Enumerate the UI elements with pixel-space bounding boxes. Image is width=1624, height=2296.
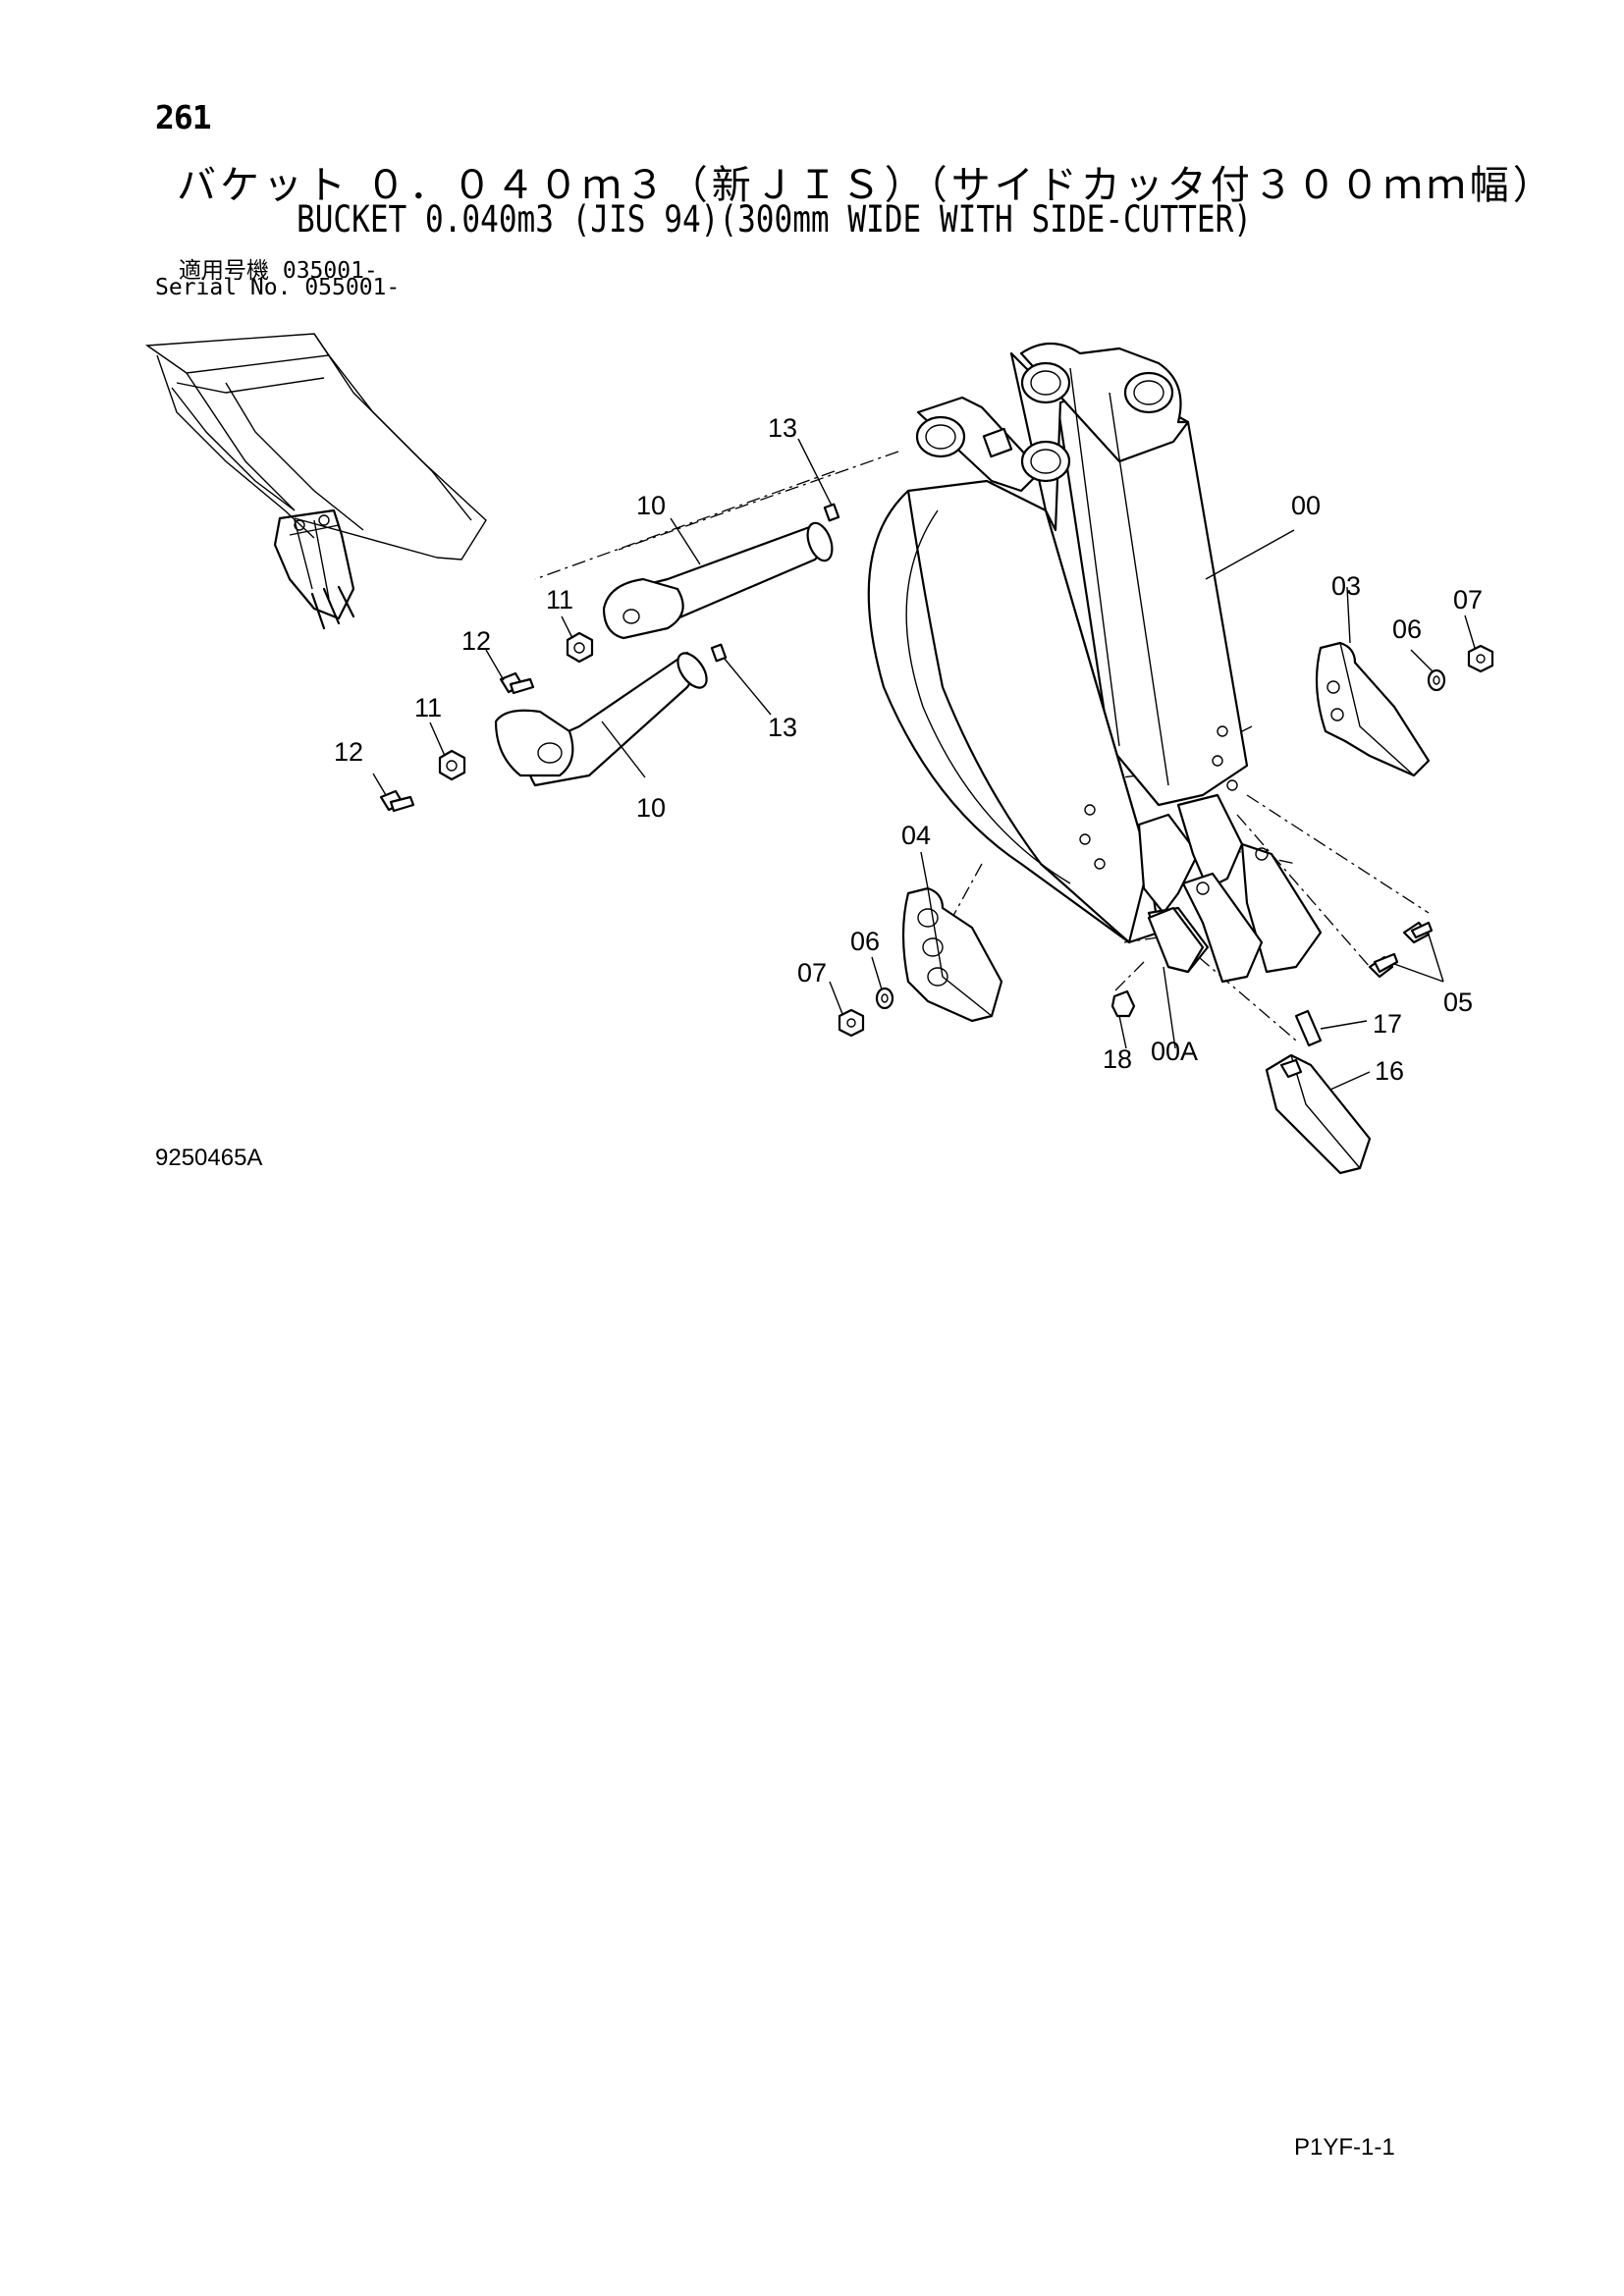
drawing-code: 9250465A [155,1145,263,1171]
callout-07-left: 07 [797,958,827,988]
lock-nut-lower [438,749,466,781]
bucket-tooth-point [1265,1053,1372,1175]
grease-fitting-upper [823,503,840,522]
callout-07-right: 07 [1453,585,1483,614]
nut-right [1467,644,1494,673]
serial-range-english: Serial No. 055001- [155,275,401,300]
callout-00a: 00A [1151,1037,1198,1066]
callout-16: 16 [1375,1056,1404,1086]
lock-pin [1110,989,1136,1018]
cutter-bolts [1368,921,1434,979]
leader-lines [372,438,1476,1091]
callout-06-left: 06 [850,927,880,956]
washer-left [875,987,894,1010]
bolt-lower [379,789,415,813]
title-japanese: バケット ０．０４０ｍ３（新ＪＩＳ）（サイドカッタ付３００ｍｍ幅） [177,163,1556,208]
callout-10-lower: 10 [636,793,666,823]
callout-05: 05 [1443,988,1473,1017]
bucket-pin-upper [602,521,834,640]
bolt-upper [499,671,535,695]
page-number: 261 [155,98,212,136]
callout-11-upper: 11 [546,585,573,614]
callout-17: 17 [1373,1009,1402,1039]
callout-06-right: 06 [1392,614,1422,644]
sheet-code: P1YF-1-1 [1294,2134,1395,2161]
serial-range-japanese: 適用号機 035001- [179,258,378,284]
callout-labels: 13 10 00 03 07 11 06 12 11 13 12 10 04 0… [334,413,1483,1086]
side-cutter-left [901,886,1003,1023]
callout-11-lower: 11 [414,693,442,722]
tooth-adapter [1147,906,1205,974]
title-english: BUCKET 0.040m3 (JIS 94)(300mm WIDE WITH … [297,198,1253,240]
callout-12-lower: 12 [334,737,363,767]
bucket-pin-lower [494,651,708,787]
callout-12-upper: 12 [461,626,491,656]
callout-18: 18 [1103,1044,1132,1074]
lock-nut-upper [566,631,594,664]
side-cutter-right [1315,641,1431,777]
tooth-pin [1294,1009,1323,1047]
callout-13-lower: 13 [768,713,797,742]
grease-fitting-lower [710,643,728,663]
excavator-arm-inset [144,333,487,630]
callout-00: 00 [1291,491,1321,520]
washer-right [1427,668,1446,692]
bucket-body [867,343,1249,944]
callout-04: 04 [901,821,931,850]
callout-13-upper: 13 [768,413,797,443]
callout-10-upper: 10 [636,491,666,520]
callout-03: 03 [1331,571,1361,601]
nut-left [838,1008,865,1038]
